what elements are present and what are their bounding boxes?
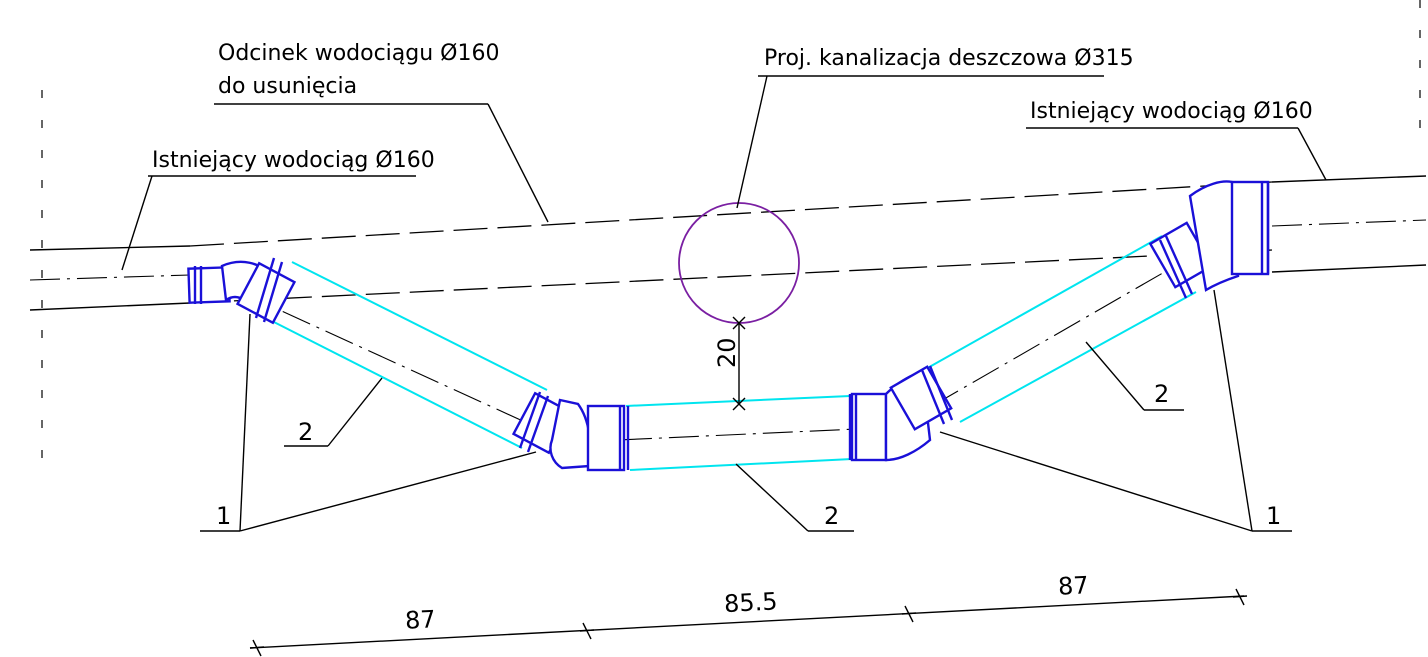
- existing-water-main-left: [29, 245, 191, 311]
- rain-sewer-label: Proj. kanalizacja deszczowa Ø315: [764, 46, 1134, 71]
- callout-pipe-middle-number: 2: [824, 502, 839, 530]
- water-main-to-remove: [189, 181, 1273, 304]
- clearance-value: 20: [713, 337, 741, 368]
- callout-fittings-left: 1: [200, 313, 537, 532]
- existing-left-label: Istniejący wodociąg Ø160: [152, 148, 435, 173]
- callout-pipe-right: 2: [1085, 341, 1184, 411]
- fitting-bend-left-lower: [511, 391, 630, 472]
- existing-water-main-right: [1271, 175, 1427, 273]
- callout-pipe-left-number: 2: [298, 418, 313, 446]
- label-rain-sewer: Proj. kanalizacja deszczowa Ø315: [736, 46, 1134, 209]
- fitting-bend-right-upper: [1148, 180, 1270, 299]
- dimension-segment-3: 87: [1057, 571, 1089, 601]
- new-pipe-segment-right: [923, 235, 1221, 423]
- dimension-tick-4: [1232, 588, 1248, 606]
- new-pipe-segment-left: [239, 261, 561, 449]
- rain-sewer-pipe-section: [678, 202, 800, 324]
- label-existing-left: Istniejący wodociąg Ø160: [121, 148, 435, 271]
- dimension-tick-2: [579, 622, 595, 640]
- existing-right-label: Istniejący wodociąg Ø160: [1030, 99, 1313, 124]
- label-water-main-to-remove: Odcinek wodociągu Ø160 do usunięcia: [214, 41, 549, 223]
- fitting-bend-left-upper: [187, 257, 297, 325]
- dimension-tick-1: [249, 639, 265, 657]
- dimension-tick-3: [901, 605, 917, 623]
- remove-label-line2: do usunięcia: [218, 74, 357, 99]
- fitting-bend-right-lower: [848, 365, 954, 462]
- callout-pipe-left: 2: [284, 377, 383, 447]
- callout-fittings-right: 1: [939, 289, 1292, 532]
- callout-fittings-right-number: 1: [1266, 502, 1281, 530]
- dimension-segment-2: 85.5: [723, 587, 778, 618]
- label-existing-right: Istniejący wodociąg Ø160: [1026, 99, 1327, 181]
- dimension-segment-1: 87: [404, 605, 436, 635]
- callout-pipe-right-number: 2: [1154, 380, 1169, 408]
- chain-dimension: 87 85.5 87: [249, 571, 1248, 657]
- remove-label-line1: Odcinek wodociągu Ø160: [218, 41, 499, 66]
- callout-pipe-middle: 2: [735, 463, 854, 532]
- clearance-dimension: 20: [713, 316, 746, 411]
- callout-fittings-left-number: 1: [216, 502, 231, 530]
